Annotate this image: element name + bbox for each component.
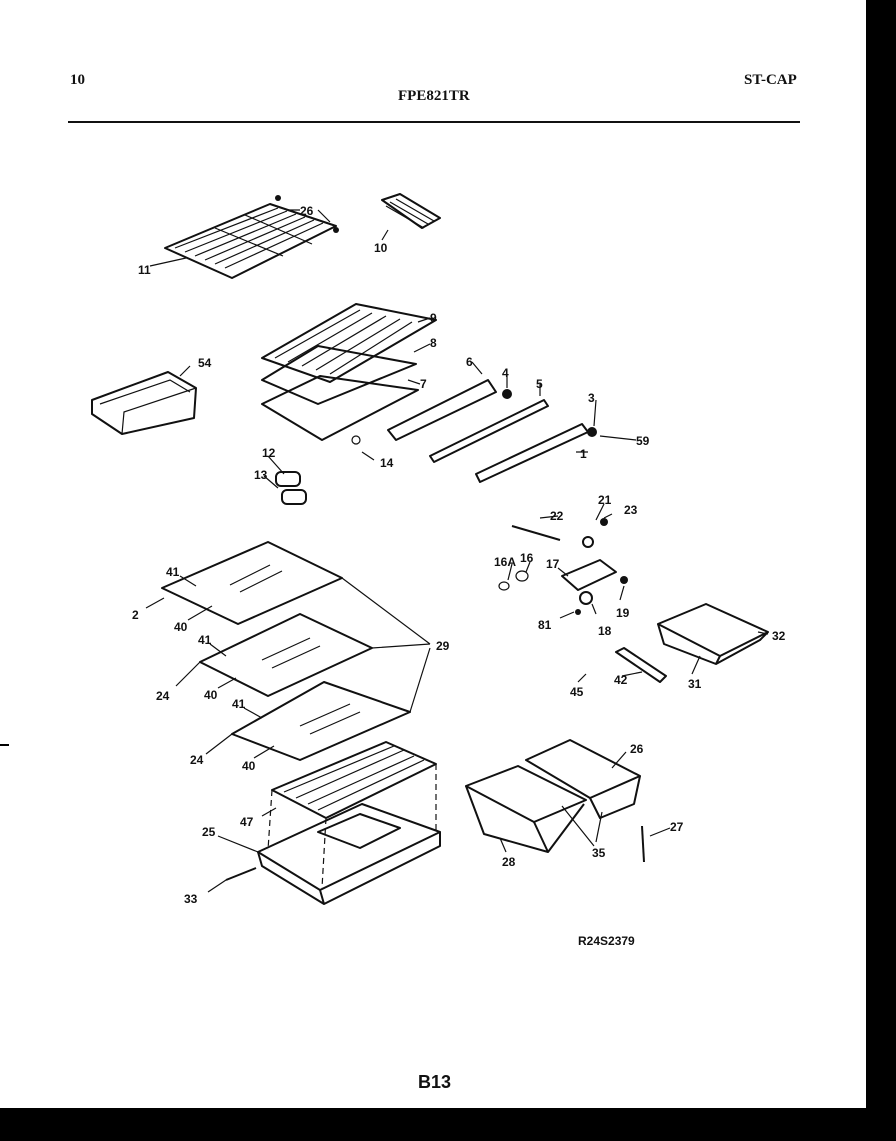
- callout-14: 14: [380, 456, 394, 470]
- callout-24-mid: 24: [156, 689, 170, 703]
- callout-24-low: 24: [190, 753, 204, 767]
- callout-12: 12: [262, 446, 276, 460]
- cover-frame-part: [257, 764, 441, 905]
- callout-18: 18: [598, 624, 612, 638]
- callout-41-mid: 41: [198, 633, 212, 647]
- callout-32: 32: [772, 629, 786, 643]
- callout-16a: 16A: [494, 555, 516, 569]
- callout-59: 59: [636, 434, 650, 448]
- louver-part: [381, 193, 441, 229]
- header-right: ST-CAP: [744, 72, 797, 88]
- callout-13: 13: [254, 468, 268, 482]
- support-rod-part: [225, 867, 257, 881]
- callout-21: 21: [598, 493, 612, 507]
- page-number: B13: [418, 1072, 452, 1092]
- callout-17: 17: [546, 557, 560, 571]
- drawing-code: R24S2379: [578, 934, 635, 948]
- callout-11: 11: [138, 263, 151, 277]
- divider-part: [641, 825, 645, 863]
- callout-25: 25: [202, 825, 216, 839]
- header-left: 10: [70, 72, 85, 88]
- callout-22: 22: [550, 509, 564, 523]
- callout-10: 10: [374, 241, 388, 255]
- callout-3: 3: [588, 391, 595, 405]
- callout-41-low: 41: [232, 697, 246, 711]
- header-model: FPE821TR: [398, 88, 470, 104]
- callout-31: 31: [688, 677, 702, 691]
- callout-27: 27: [670, 820, 684, 834]
- callout-26: 26: [300, 204, 314, 218]
- callout-40-low: 40: [242, 759, 256, 773]
- callout-81: 81: [538, 618, 552, 632]
- callout-40-mid: 40: [204, 688, 218, 702]
- callout-6: 6: [466, 355, 473, 369]
- freezer-shelf-part: [261, 303, 437, 441]
- crisper-pan-part: [657, 603, 769, 665]
- callout-41-top: 41: [166, 565, 180, 579]
- vegetable-pan-part: [465, 739, 641, 853]
- glass-shelf-part: [161, 541, 411, 761]
- callout-45: 45: [570, 685, 584, 699]
- callout-7: 7: [420, 377, 427, 391]
- callout-33: 33: [184, 892, 198, 906]
- callout-23: 23: [624, 503, 638, 517]
- callout-29: 29: [436, 639, 450, 653]
- callout-4: 4: [502, 366, 509, 380]
- callout-8: 8: [430, 336, 437, 350]
- shelf-rail-part: [387, 379, 589, 483]
- callout-40-top: 40: [174, 620, 188, 634]
- bolt-part-26: [275, 195, 339, 233]
- clip-part: [275, 471, 307, 505]
- screw-part: [351, 389, 597, 445]
- parts-diagram-page: 10 FPE821TR ST-CAP: [0, 0, 866, 1108]
- callout-5: 5: [536, 377, 543, 391]
- callout-1: 1: [580, 447, 587, 461]
- callout-28: 28: [502, 855, 516, 869]
- callout-42: 42: [614, 673, 628, 687]
- scan-edge-mark: [0, 744, 9, 746]
- drawer-slide-part: [615, 647, 667, 683]
- callout-16: 16: [520, 551, 534, 565]
- callout-26-pan: 26: [630, 742, 644, 756]
- callout-47: 47: [240, 815, 254, 829]
- callout-54: 54: [198, 356, 212, 370]
- exploded-view-diagram: 26 10 11 9 8 7 54 6 4 5 3 59 1 14 12 13 …: [91, 193, 786, 906]
- ice-bin-part: [91, 371, 197, 435]
- callout-2: 2: [132, 608, 139, 622]
- control-assembly-part: [498, 518, 628, 615]
- wire-shelf-part: [164, 203, 337, 279]
- callout-19: 19: [616, 606, 630, 620]
- callout-9: 9: [430, 311, 437, 325]
- header-rule: [68, 121, 800, 123]
- callout-35: 35: [592, 846, 606, 860]
